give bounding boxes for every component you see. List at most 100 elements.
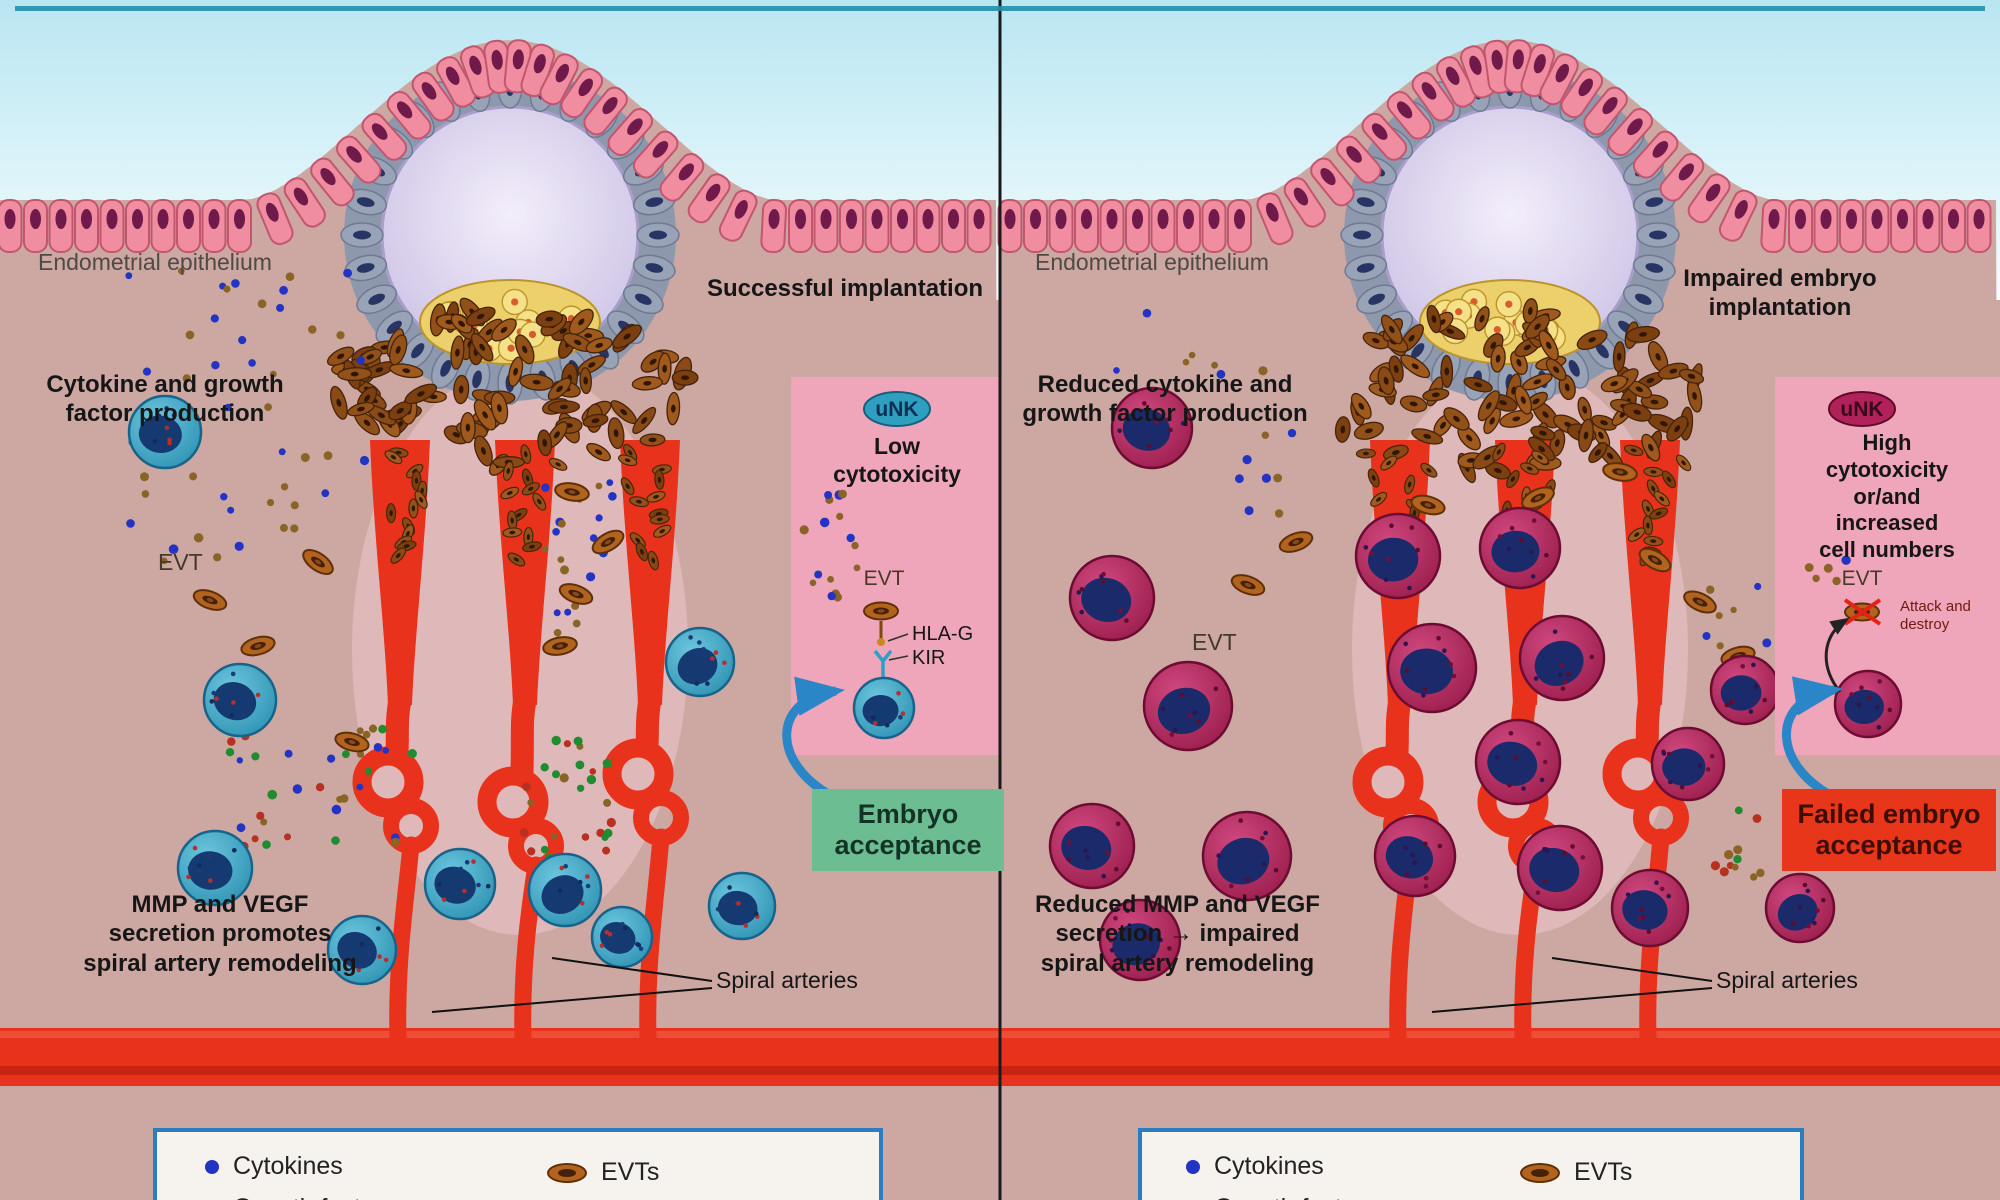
cytokine-dot-icon: [205, 1159, 219, 1174]
unk-badge: [863, 391, 931, 427]
evt-label-right: EVT: [1192, 629, 1237, 655]
unk-cell: [664, 626, 736, 698]
right-panel-title: Impaired embryo implantation: [1683, 265, 1877, 322]
legend-item-growth-factors: Growth factors: [205, 1194, 396, 1200]
legend-item-cytokines: Cytokines: [205, 1152, 343, 1181]
unk-cell: [527, 852, 603, 928]
inset-evt-label-left: EVT: [863, 567, 905, 590]
unk-cell: [1764, 872, 1836, 944]
evt-cell-icon: [547, 1162, 587, 1183]
endometrial-epithelium: [0, 39, 992, 254]
evt-cell: [1521, 486, 1555, 510]
embryo-acceptance-box: Embryo acceptance: [812, 789, 1004, 871]
legend-item-cytokines: Cytokines: [1186, 1152, 1324, 1181]
unk-cell: [326, 914, 398, 986]
molecule-dots: [225, 724, 417, 851]
unk-cell: [1709, 654, 1781, 726]
mmp-vegf-label: MMP and VEGF secretion promotes spiral a…: [83, 891, 357, 977]
unk-cell: [1650, 726, 1726, 802]
trophoblast-mass: [1334, 298, 1705, 567]
unk-cell: [202, 662, 278, 738]
evt-cell: [192, 589, 228, 611]
spiral-pointer-line: [431, 987, 713, 1013]
unk-cell: [1516, 824, 1604, 912]
unk-cell: [1110, 386, 1194, 470]
uterine-artery-band: [1000, 1028, 2000, 1086]
unk-cell: [1518, 614, 1606, 702]
endometrial-epithelium-label-right: Endometrial epithelium: [1035, 249, 1269, 275]
kir-receptor: [873, 649, 893, 678]
cytokine-dot-icon: [1186, 1159, 1200, 1174]
legend-box-left: Cytokines Growth factors EVTs: [153, 1128, 883, 1200]
uterine-artery-band: [0, 1028, 1000, 1086]
unk-cell: [176, 829, 254, 907]
unk-badge: [1828, 391, 1896, 427]
molecule-dots: [1710, 806, 1765, 881]
legend-item-growth-factors: Growth factors: [1186, 1194, 1377, 1200]
evt-cell: [542, 636, 578, 656]
reduced-cytokine-label: Reduced cytokine and growth factor produ…: [1022, 371, 1308, 428]
unk-cell: [590, 905, 654, 969]
molecule-dots: [799, 489, 861, 602]
kir-label: KIR: [912, 647, 946, 669]
unk-cell: [1048, 802, 1136, 890]
evt-cell-icon: [1520, 1162, 1560, 1183]
legend-cytokines-label: Cytokines: [233, 1152, 343, 1180]
evt-cell: [1410, 494, 1446, 516]
unk-cell: [1098, 898, 1182, 982]
evt-cell: [1683, 590, 1717, 614]
evt-cell: [1278, 531, 1314, 553]
reduced-mmp-label: Reduced MMP and VEGF secretion → impaire…: [1035, 891, 1320, 977]
failed-acceptance-box: Failed embryo acceptance: [1782, 789, 1996, 871]
endometrial-epithelium: [997, 39, 1992, 254]
high-cytotoxicity-label: High cytotoxicity or/and increased cell …: [1819, 430, 1955, 563]
legend-growth-label: Growth factors: [233, 1194, 396, 1200]
acceptance-arrow: [782, 676, 845, 804]
legend-box-right: Cytokines Growth factors EVTs: [1138, 1128, 1804, 1200]
unk-cell: [1142, 660, 1234, 752]
unk-badge-label-left: uNK: [875, 398, 919, 421]
inset-evt-label-right: EVT: [1841, 567, 1883, 590]
attack-slash: [1843, 598, 1882, 626]
evt-cell: [1602, 462, 1638, 482]
legend-item-evts: EVTs: [547, 1158, 659, 1187]
evt-cell: [591, 529, 625, 555]
unk-cell: [1201, 810, 1293, 902]
unk-cell: [1833, 669, 1903, 739]
unk-cell: [1068, 554, 1156, 642]
legend-evts-label: EVTs: [1574, 1158, 1633, 1186]
unk-cell: [852, 676, 916, 740]
spiral-arteries-label-left: Spiral arteries: [716, 967, 858, 993]
evt-cell: [1638, 547, 1672, 573]
evt-cell: [334, 731, 370, 753]
legend-cytokines-label: Cytokines: [1214, 1152, 1324, 1180]
spiral-pointer-line: [1431, 987, 1713, 1013]
evt-cell: [558, 583, 594, 605]
evt-cell: [554, 482, 590, 502]
hla-g-label: HLA-G: [912, 623, 974, 645]
molecule-dots: [1804, 555, 1851, 586]
unk-cell: [707, 871, 777, 941]
attack-destroy-label: Attack and destroy: [1900, 598, 1971, 634]
legend-item-evts: EVTs: [1520, 1158, 1632, 1187]
unk-cell: [1354, 512, 1442, 600]
spiral-pointer-line: [1551, 957, 1713, 982]
unk-cell: [1373, 814, 1457, 898]
unk-cell: [127, 394, 203, 470]
evt-cell: [1230, 574, 1266, 596]
legend-evts-label: EVTs: [601, 1158, 660, 1186]
evt-cell: [863, 601, 899, 621]
molecule-dots: [1113, 308, 1297, 518]
unk-cell: [423, 847, 497, 921]
low-cytotoxicity-label: Low cytotoxicity: [833, 433, 961, 488]
panel-divider: [998, 0, 1002, 1200]
left-panel-title: Successful implantation: [706, 275, 984, 302]
unk-cell: [1478, 506, 1562, 590]
evt-cell: [240, 635, 276, 657]
unk-cell: [1474, 718, 1562, 806]
evt-cell: [302, 549, 334, 575]
unk-cell: [1610, 868, 1690, 948]
evt-label-left: EVT: [158, 549, 203, 575]
